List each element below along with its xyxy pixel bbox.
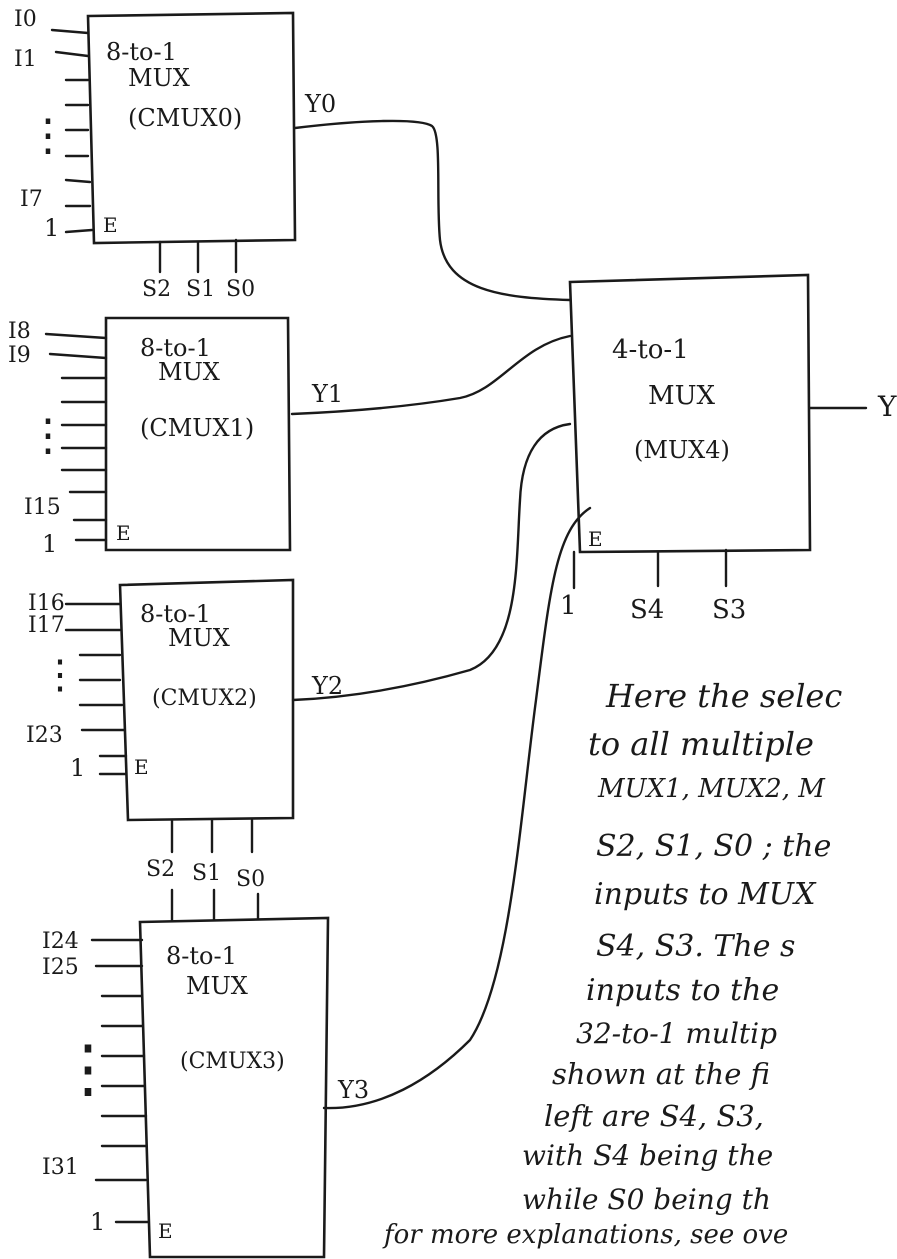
enable-label: E	[116, 521, 131, 545]
note-line: inputs to MUX	[594, 877, 816, 912]
enable-value: 1	[70, 754, 85, 782]
mux-type-label: 4-to-1	[612, 335, 689, 365]
mux-kind-label: MUX	[128, 64, 190, 92]
note-line: while S0 being th	[522, 1183, 771, 1216]
input-label: I24	[42, 929, 79, 954]
mux-kind-label: MUX	[648, 381, 716, 411]
input-label: I25	[42, 955, 79, 980]
select-label: S1	[192, 861, 221, 886]
input-label: I7	[20, 187, 43, 212]
mux-block-cmux1: 8-to-1 MUX (CMUX1) E 1 I8 I9 ⋮ I15 Y1	[8, 316, 343, 558]
mux-kind-label: MUX	[158, 358, 220, 386]
select-lines-top	[158, 238, 238, 274]
enable-value: 1	[44, 214, 59, 242]
input-label: I31	[42, 1155, 79, 1180]
enable-label: E	[158, 1219, 173, 1243]
select-labels-top: S2 S1 S0	[142, 277, 255, 302]
note-line: MUX1, MUX2, M	[598, 774, 825, 804]
note-line: S4, S3. The s	[596, 929, 796, 964]
input-ellipsis: ⋮	[26, 110, 70, 161]
output-label: Y3	[337, 1076, 369, 1104]
select-label: S4	[630, 595, 664, 625]
mux-type-label: 8-to-1	[140, 334, 211, 362]
mux-block-cmux0: 8-to-1 MUX (CMUX0) E 1 I0 I1 ⋮ I7 Y0	[14, 7, 336, 245]
note-line: S2, S1, S0 ; the	[596, 829, 832, 864]
output-label: Y	[877, 390, 897, 423]
note-line: left are S4, S3,	[544, 1099, 764, 1133]
input-ellipsis: ⋮	[40, 652, 80, 698]
enable-label: E	[588, 527, 603, 551]
mux-type-label: 8-to-1	[166, 942, 237, 970]
input-ellipsis: ⋮	[26, 410, 70, 461]
enable-value: 1	[560, 591, 577, 621]
select-label: S0	[236, 867, 265, 892]
mux-name-label: (MUX4)	[634, 436, 730, 464]
select-label: S3	[712, 595, 746, 625]
note-line: with S4 being the	[522, 1139, 774, 1172]
input-label: I8	[8, 319, 31, 344]
note-line: for more explanations, see ove	[384, 1220, 789, 1250]
select-label: S0	[226, 277, 255, 302]
select-label: S2	[142, 277, 171, 302]
mux-name-label: (CMUX1)	[140, 414, 254, 442]
input-ellipsis: ⋮	[56, 1032, 120, 1106]
output-label: Y1	[311, 380, 343, 408]
input-lines-cmux1	[44, 332, 108, 542]
input-lines-cmux2	[64, 602, 128, 776]
mux-type-label: 8-to-1	[140, 600, 211, 628]
note-line: 32-to-1 multip	[576, 1017, 778, 1050]
note-line: Here the selec	[606, 677, 843, 715]
enable-value: 1	[42, 530, 57, 558]
select-label: S2	[146, 857, 175, 882]
mux-kind-label: MUX	[168, 624, 230, 652]
input-label: I16	[28, 591, 65, 616]
mux-name-label: (CMUX0)	[128, 104, 242, 132]
input-label: I15	[24, 495, 61, 520]
output-label: Y0	[304, 90, 336, 118]
mux-block-cmux2: 8-to-1 MUX (CMUX2) E 1 I16 I17 ⋮ I23 Y2	[26, 578, 343, 822]
input-lines-cmux3	[90, 938, 150, 1224]
enable-value: 1	[90, 1208, 105, 1236]
output-wires	[290, 119, 592, 1110]
mux-block-cmux3: 8-to-1 MUX (CMUX3) E 1 I24 I25 ⋮ I31 Y3	[42, 916, 369, 1259]
input-label: I17	[28, 613, 65, 638]
mux-block-mux4: 4-to-1 MUX (MUX4) E 1 S4 S3 Y	[560, 273, 897, 625]
note-line: to all multiple	[588, 725, 814, 763]
select-labels-bottom: S2 S1 S0	[146, 857, 265, 892]
enable-label: E	[134, 755, 149, 779]
select-label: S1	[186, 277, 215, 302]
mux-kind-label: MUX	[186, 972, 248, 1000]
select-lines-bottom	[170, 818, 254, 854]
input-label: I0	[14, 7, 37, 32]
input-label: I9	[8, 343, 31, 368]
note-line: inputs to the	[586, 973, 780, 1008]
input-label: I1	[14, 47, 37, 72]
select-lines-to-cmux3	[170, 888, 260, 924]
mux4-io-lines	[572, 406, 868, 590]
input-lines-cmux0	[50, 28, 94, 234]
output-label: Y2	[311, 672, 343, 700]
enable-label: E	[103, 213, 118, 237]
input-label: I23	[26, 723, 63, 748]
mux-name-label: (CMUX2)	[152, 686, 257, 711]
note-line: shown at the fi	[552, 1057, 770, 1091]
mux-name-label: (CMUX3)	[180, 1049, 285, 1074]
mux-type-label: 8-to-1	[106, 38, 177, 66]
